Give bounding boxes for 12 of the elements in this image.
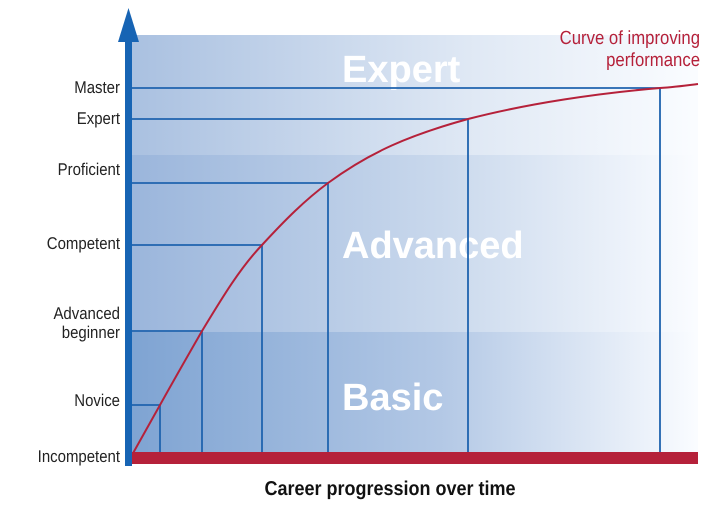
level-label: Advanced beginner [52, 304, 120, 342]
level-label: Master [73, 78, 120, 97]
level-band [130, 155, 698, 332]
level-label: Novice [73, 391, 120, 410]
band-title: Basic [342, 378, 444, 418]
curve-label: Curve of improving performance [558, 28, 700, 72]
axis-title: Career progression over time [263, 478, 517, 501]
level-band [130, 332, 698, 455]
level-label: Incompetent [36, 447, 120, 466]
level-label: Proficient [56, 160, 120, 179]
level-label: Competent [46, 234, 120, 253]
level-label: Expert [76, 109, 120, 128]
